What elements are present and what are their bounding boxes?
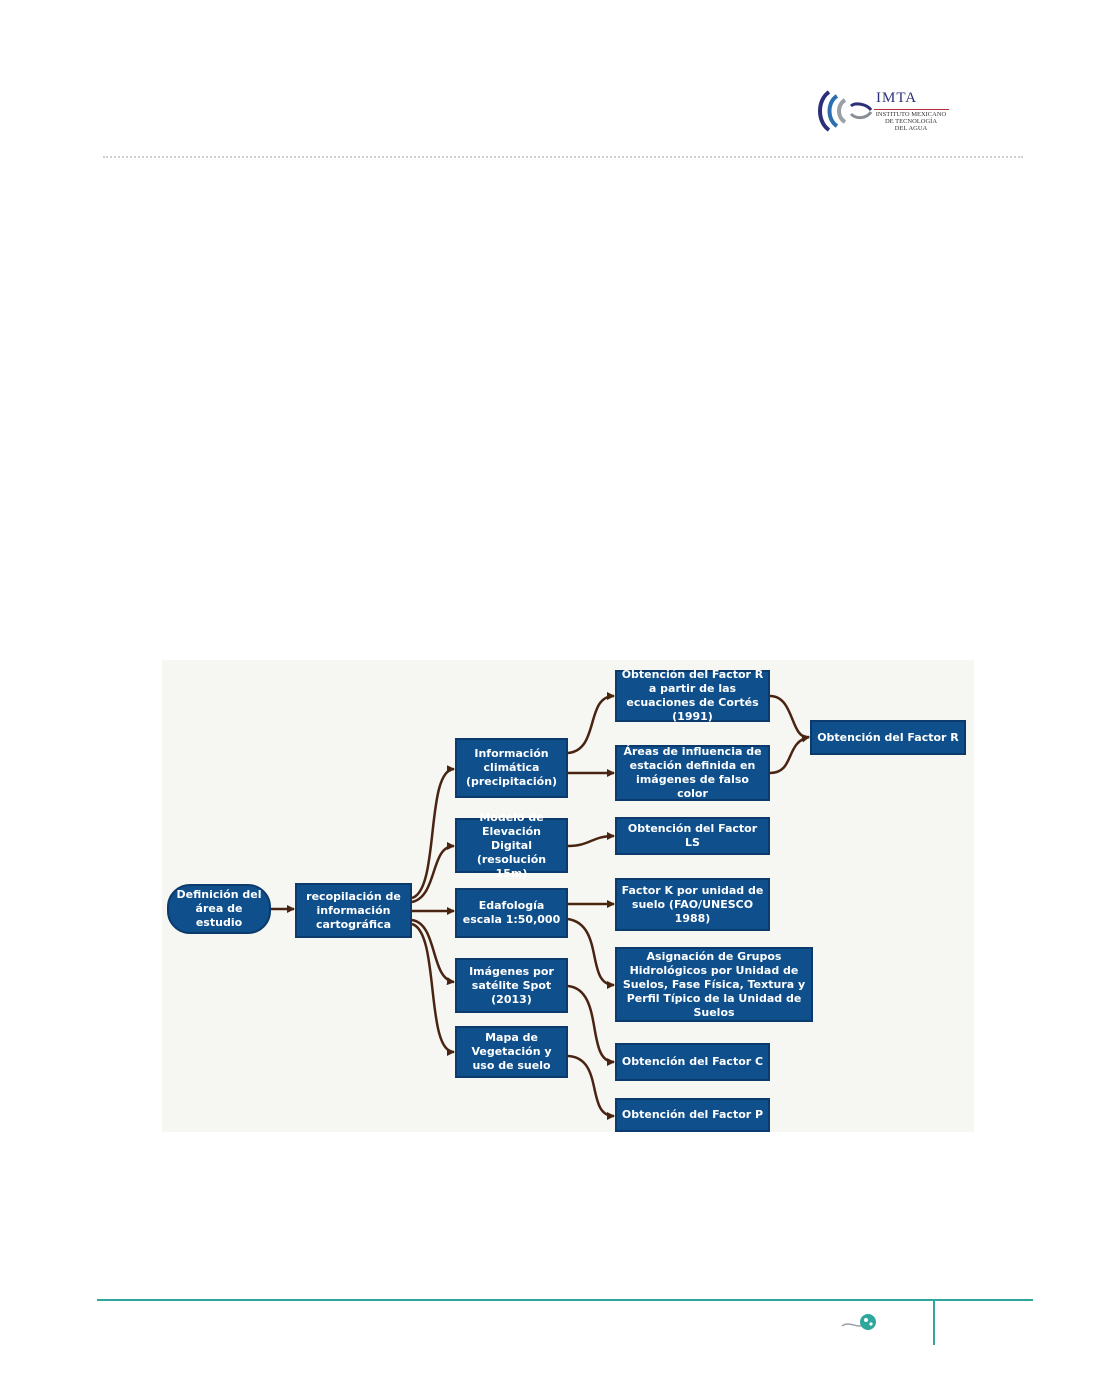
logo-title: IMTA	[876, 90, 918, 106]
node-recopilacion: recopilación de información cartográfica	[295, 883, 412, 938]
connector-vegetacion-factor-p	[567, 1054, 615, 1120]
connector-elevacion-factor-ls	[567, 832, 615, 848]
connector-areas-factor-r	[769, 734, 810, 775]
footer-rule	[97, 1299, 1033, 1301]
footer-divider	[933, 1301, 935, 1345]
node-info-climatica: Información climática (precipitación)	[455, 738, 568, 798]
connector-edafologia-grupos	[567, 917, 615, 989]
connector-cortes-factor-r	[769, 694, 810, 743]
wave-logo-icon	[818, 90, 873, 132]
node-factor-k: Factor K por unidad de suelo (FAO/UNESCO…	[615, 878, 770, 931]
connector-spot-factor-c	[567, 984, 615, 1066]
connector-recopilacion-elevacion	[411, 842, 455, 904]
logo-subtitle-line: DEL AGUA	[894, 125, 928, 132]
connector-recopilacion-spot	[411, 918, 455, 986]
connector-recopilacion-clima	[411, 765, 455, 900]
node-factor-c: Obtención del Factor C	[615, 1043, 770, 1081]
logo-underline	[874, 109, 949, 110]
node-grupos-hidrologicos: Asignación de Grupos Hidrológicos por Un…	[615, 947, 813, 1022]
connector-clima-factor-r-cortes	[567, 692, 615, 755]
node-edafologia: Edafología escala 1:50,000	[455, 888, 568, 938]
logo-subtitle-line: DE TECNOLOGÍA	[884, 118, 938, 125]
header-divider	[103, 156, 1023, 158]
node-mapa-vegetacion: Mapa de Vegetación y uso de suelo	[455, 1026, 568, 1078]
node-modelo-elevacion: Modelo de Elevación Digital (resolución …	[455, 811, 568, 880]
node-factor-ls: Obtención del Factor LS	[615, 817, 770, 855]
imta-logo: IMTA INSTITUTO MEXICANO DE TECNOLOGÍA DE…	[815, 88, 955, 136]
node-factor-r: Obtención del Factor R	[810, 720, 966, 755]
node-definicion-area: Definición del área de estudio	[167, 884, 271, 934]
node-factor-r-cortes: Obtención del Factor R a partir de las e…	[615, 668, 770, 723]
node-imagenes-spot: Imágenes por satélite Spot (2013)	[455, 958, 568, 1013]
node-areas-influencia: Áreas de influencia de estación definida…	[615, 745, 770, 801]
logo-subtitle-line: INSTITUTO MEXICANO	[875, 111, 947, 118]
logo-subtitle: INSTITUTO MEXICANO DE TECNOLOGÍA DEL AGU…	[871, 111, 951, 132]
water-drop-icon	[841, 1314, 876, 1330]
node-factor-p: Obtención del Factor P	[615, 1098, 770, 1132]
connector-recopilacion-vegetacion	[411, 922, 455, 1056]
